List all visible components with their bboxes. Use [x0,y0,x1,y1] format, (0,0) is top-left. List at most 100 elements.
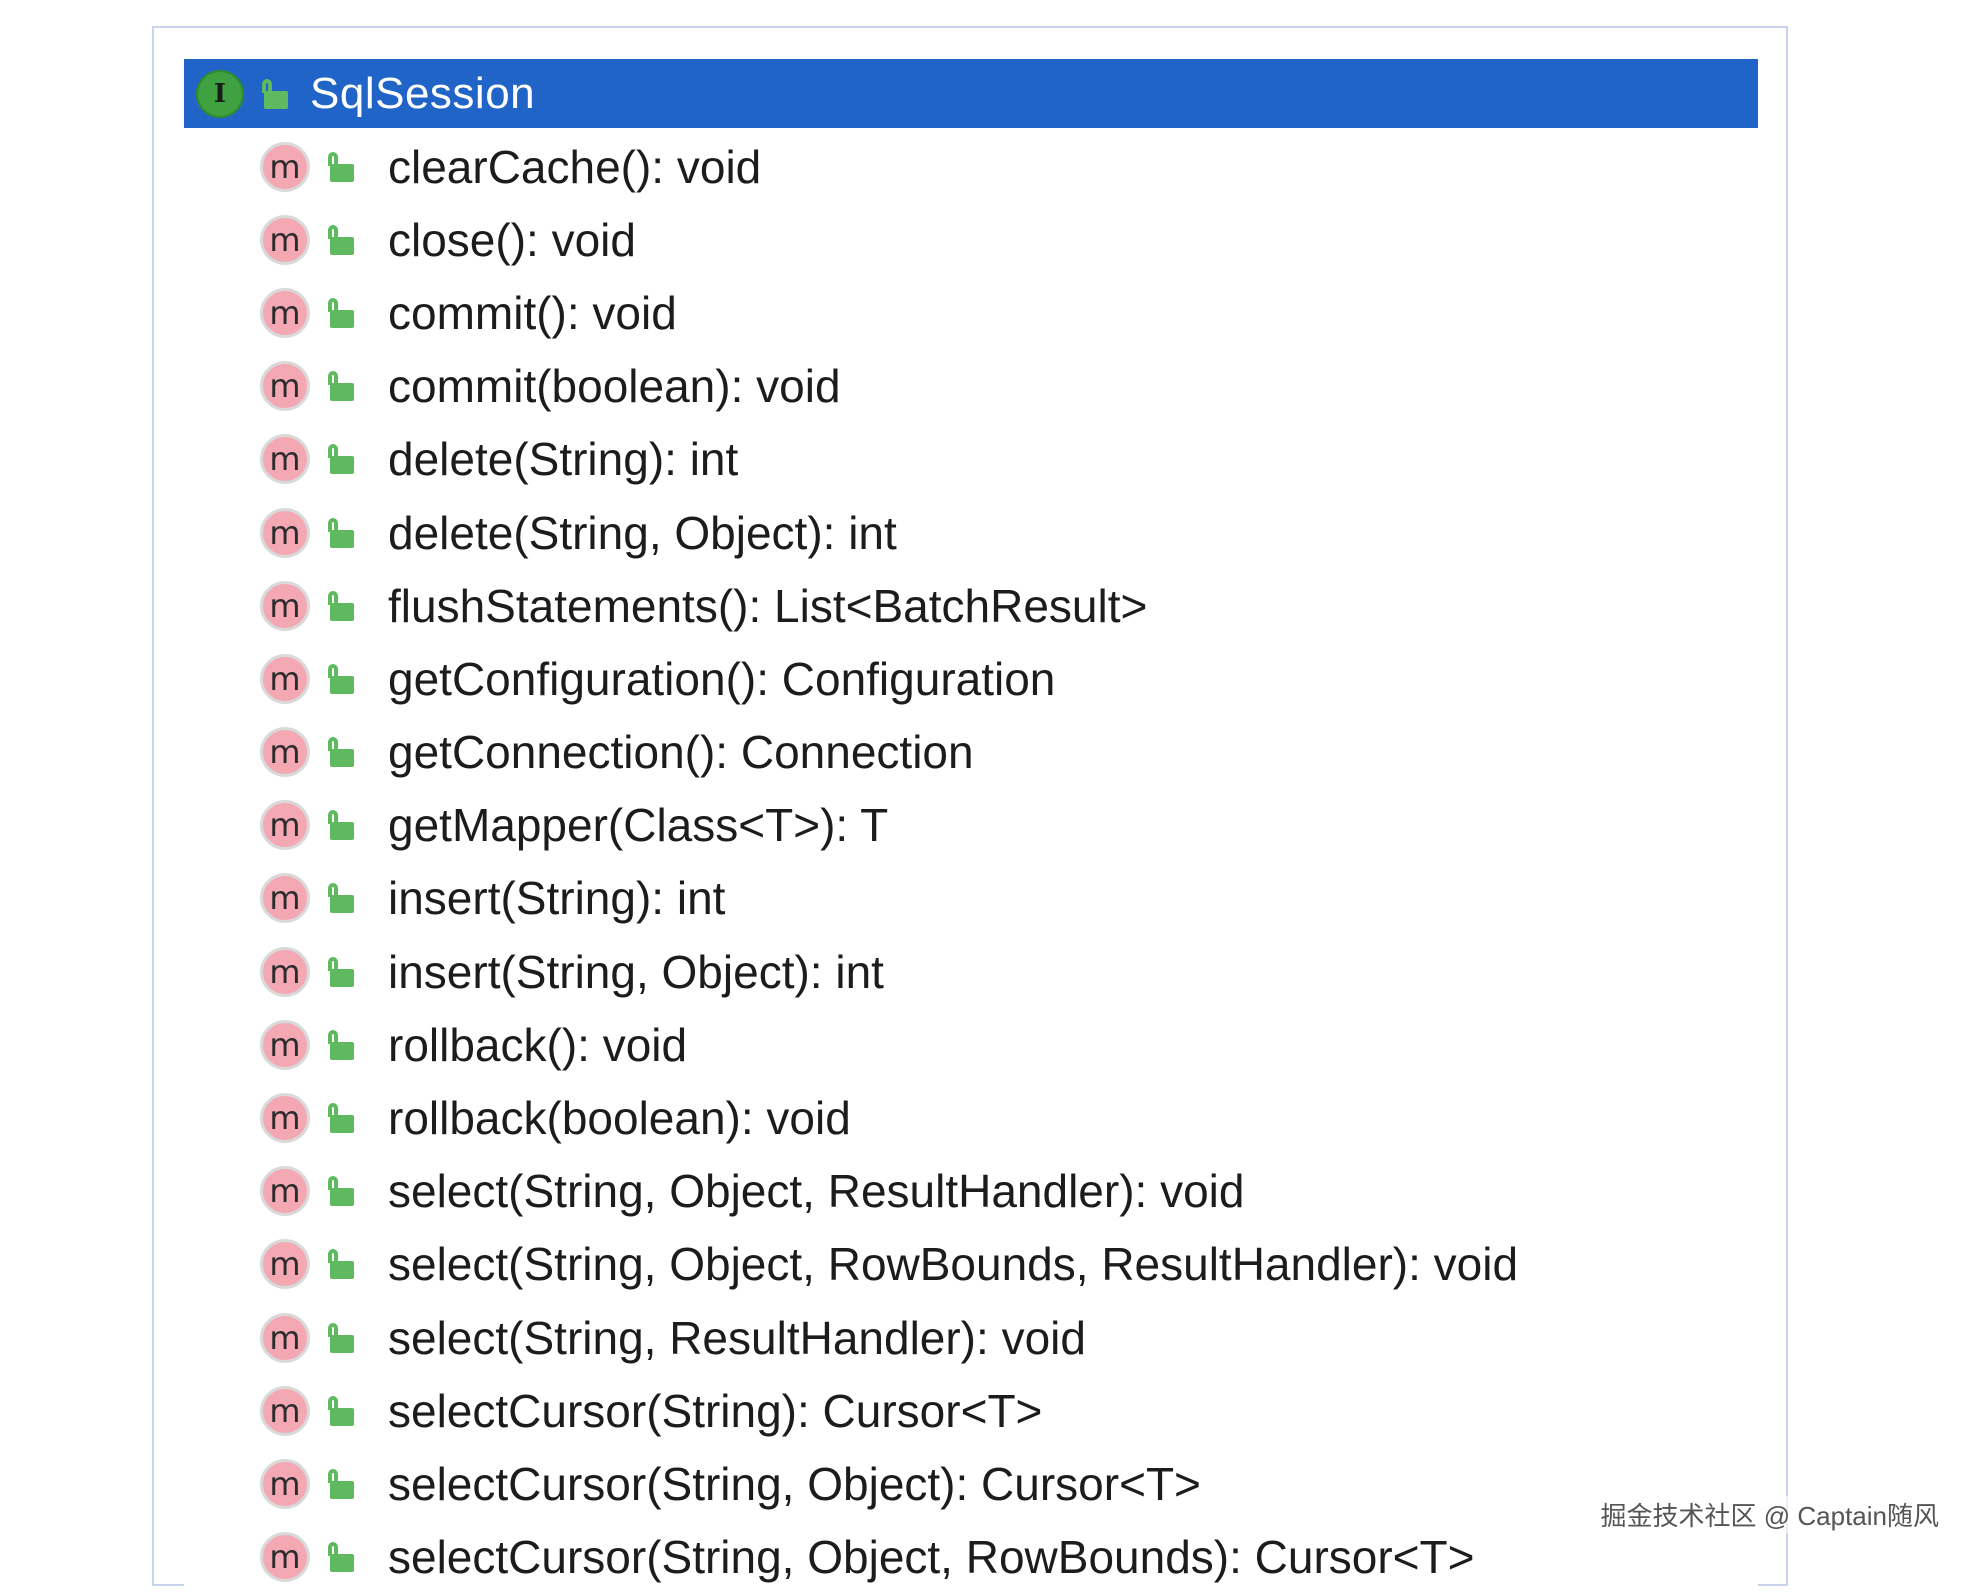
method-label: rollback(): void [388,1018,688,1071]
method-badge-letter: m [269,220,301,259]
interface-badge-letter: I [213,78,227,109]
method-row[interactable]: m selectCursor(String): Cursor<T> [184,1374,1758,1447]
method-row[interactable]: m delete(String): int [184,423,1758,496]
method-row[interactable]: m selectCursor(String, Object): Cursor<T> [184,1447,1758,1520]
method-row[interactable]: m select(String, ResultHandler): void [184,1301,1758,1374]
public-lock-icon [326,956,354,987]
method-row[interactable]: m commit(boolean): void [184,350,1758,423]
method-label: delete(String): int [388,433,739,486]
method-icon: m [260,1312,310,1363]
method-label: select(String, Object, ResultHandler): v… [388,1165,1245,1218]
public-lock-icon [326,1322,354,1353]
interface-icon: I [196,69,244,118]
public-lock-icon [326,737,354,768]
method-icon: m [260,361,310,412]
structure-panel: I SqlSession m clearCache(): void m close()… [184,59,1758,1589]
public-lock-icon [326,371,354,402]
method-row[interactable]: m insert(String, Object): int [184,935,1758,1008]
public-lock-icon [326,663,354,694]
method-label: commit(boolean): void [388,360,841,413]
method-icon: m [260,1385,310,1436]
public-lock-icon [326,883,354,914]
public-lock-icon [326,1542,354,1573]
method-label: commit(): void [388,286,677,339]
method-row[interactable]: m rollback(): void [184,1008,1758,1081]
public-lock-icon [326,444,354,475]
method-row[interactable]: m getConfiguration(): Configuration [184,642,1758,715]
method-badge-letter: m [269,1464,301,1503]
method-icon: m [260,214,310,265]
method-label: selectCursor(String): Cursor<T> [388,1384,1043,1437]
method-icon: m [260,1458,310,1509]
public-lock-icon [326,1395,354,1426]
method-badge-letter: m [269,440,301,479]
method-icon: m [260,1166,310,1217]
method-badge-letter: m [269,586,301,625]
method-icon: m [260,1239,310,1290]
method-icon: m [260,653,310,704]
method-row[interactable]: m delete(String, Object): int [184,496,1758,569]
method-label: clearCache(): void [388,140,762,193]
method-icon: m [260,1019,310,1070]
interface-header-row[interactable]: I SqlSession [184,59,1758,128]
method-badge-letter: m [269,806,301,845]
public-lock-icon [326,297,354,328]
public-lock-icon [260,78,288,109]
public-lock-icon [326,1249,354,1280]
method-row[interactable]: m selectCursor(String, Object, RowBounds)… [184,1521,1758,1594]
method-label: insert(String): int [388,872,726,925]
method-badge-letter: m [269,1391,301,1430]
method-badge-letter: m [269,1099,301,1138]
method-badge-letter: m [269,659,301,698]
method-badge-letter: m [269,733,301,772]
method-badge-letter: m [269,1245,301,1284]
footer-watermark: 掘金技术社区 @ Captain随风 [1600,1496,1939,1533]
method-label: select(String, ResultHandler): void [388,1311,1086,1364]
method-list: m clearCache(): void m close(): void m commit… [184,128,1758,1594]
method-row[interactable]: m getConnection(): Connection [184,716,1758,789]
method-badge-letter: m [269,1318,301,1357]
method-label: getConfiguration(): Configuration [388,652,1056,705]
method-label: close(): void [388,213,636,266]
method-icon: m [260,434,310,485]
method-icon: m [260,141,310,192]
method-label: rollback(boolean): void [388,1092,851,1145]
method-badge-letter: m [269,367,301,406]
method-row[interactable]: m clearCache(): void [184,130,1758,203]
method-icon: m [260,1093,310,1144]
method-row[interactable]: m commit(): void [184,276,1758,349]
method-badge-letter: m [269,879,301,918]
method-label: getConnection(): Connection [388,726,974,779]
method-row[interactable]: m rollback(boolean): void [184,1081,1758,1154]
method-label: delete(String, Object): int [388,506,897,559]
method-icon: m [260,1532,310,1583]
method-badge-letter: m [269,1025,301,1064]
public-lock-icon [326,590,354,621]
method-badge-letter: m [269,1172,301,1211]
method-row[interactable]: m insert(String): int [184,862,1758,935]
method-icon: m [260,287,310,338]
method-badge-letter: m [269,147,301,186]
public-lock-icon [326,151,354,182]
method-label: selectCursor(String, Object, RowBounds):… [388,1531,1475,1584]
method-icon: m [260,727,310,778]
public-lock-icon [326,517,354,548]
method-icon: m [260,507,310,558]
method-row[interactable]: m select(String, Object, ResultHandler): … [184,1155,1758,1228]
interface-title: SqlSession [310,68,536,118]
method-label: selectCursor(String, Object): Cursor<T> [388,1457,1201,1510]
method-row[interactable]: m close(): void [184,203,1758,276]
method-badge-letter: m [269,513,301,552]
method-icon: m [260,800,310,851]
method-icon: m [260,873,310,924]
method-badge-letter: m [269,952,301,991]
method-badge-letter: m [269,293,301,332]
public-lock-icon [326,810,354,841]
method-badge-letter: m [269,1538,301,1577]
public-lock-icon [326,1176,354,1207]
public-lock-icon [326,1103,354,1134]
method-label: insert(String, Object): int [388,945,884,998]
